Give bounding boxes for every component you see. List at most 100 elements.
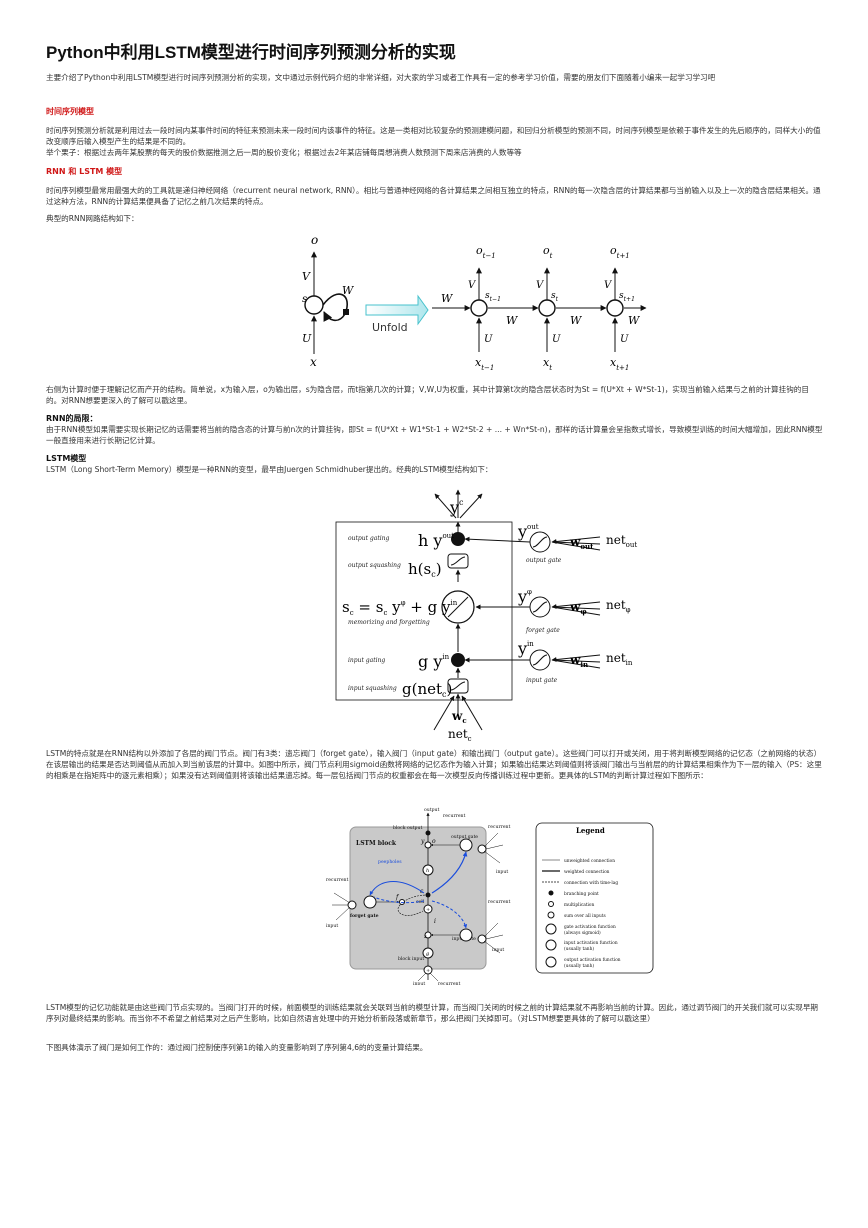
svg-text:recurrent: recurrent bbox=[488, 824, 511, 830]
example-paragraph: 举个栗子：根据过去两年某股票的每天的股价数据推测之后一周的股价变化；根据过去2年… bbox=[46, 148, 522, 157]
label-w-in: win bbox=[569, 653, 588, 669]
svg-text:W: W bbox=[506, 314, 519, 327]
label-forget-gate: forget gate bbox=[525, 627, 560, 634]
legend-item-10: output activation function bbox=[564, 958, 621, 963]
label-net-phi: netφ bbox=[606, 598, 631, 614]
svg-text:f: f bbox=[395, 894, 400, 901]
rnn-limit-heading: RNN的局限： bbox=[46, 414, 98, 423]
label-output-top: output bbox=[424, 807, 439, 813]
rnn-structure-caption: 典型的RNN网路结构如下： bbox=[46, 214, 139, 223]
label-w-out: wout bbox=[569, 535, 594, 551]
label-s: s bbox=[302, 294, 307, 305]
gate-demo-paragraph: 下图具体演示了阀门是如何工作的：通过阀门控制使序列第1的输入的变量影响到了序列第… bbox=[46, 1043, 428, 1052]
svg-text:st−1: st−1 bbox=[485, 291, 501, 303]
hidden-node-t-minus-1 bbox=[470, 299, 488, 317]
unfold-label: Unfold bbox=[372, 321, 408, 334]
legend-title: Legend bbox=[576, 826, 605, 835]
label-output-squashing: output squashing bbox=[348, 562, 401, 569]
svg-text:input: input bbox=[492, 947, 504, 953]
svg-text:st+1: st+1 bbox=[619, 291, 635, 303]
svg-text:+: + bbox=[426, 907, 430, 913]
page-title: Python中利用LSTM模型进行时间序列预测分析的实现 bbox=[46, 43, 456, 62]
legend-item-3: branching point bbox=[564, 892, 599, 897]
svg-text:st: st bbox=[551, 291, 559, 303]
svg-text:U: U bbox=[620, 334, 629, 345]
section-heading-rnn-lstm: RNN 和 LSTM 模型 bbox=[46, 167, 123, 176]
svg-text:input: input bbox=[326, 923, 338, 929]
label-output-gate: output gate bbox=[451, 834, 478, 840]
svg-text:o: o bbox=[432, 838, 436, 845]
label-yc: yc bbox=[449, 498, 464, 517]
lstm-heading: LSTM模型 bbox=[46, 454, 87, 463]
label-cell: cell bbox=[416, 899, 425, 905]
label-v: V bbox=[302, 270, 311, 283]
label-w: W bbox=[342, 284, 355, 297]
hidden-node bbox=[304, 295, 324, 315]
svg-text:V: V bbox=[604, 280, 613, 291]
formula-g-net-c: g(netc) bbox=[402, 680, 452, 699]
svg-text:V: V bbox=[468, 280, 477, 291]
label-w-phi: wφ bbox=[569, 600, 587, 616]
svg-text:ot−1: ot−1 bbox=[476, 244, 496, 260]
svg-text:W: W bbox=[570, 314, 583, 327]
legend-item-2: connection with time-lag bbox=[564, 881, 618, 886]
legend-box bbox=[535, 822, 654, 974]
output-multiply-node bbox=[451, 532, 465, 546]
svg-text:+: + bbox=[426, 968, 430, 974]
svg-text:ot+1: ot+1 bbox=[610, 244, 630, 260]
label-o: o bbox=[311, 233, 318, 247]
svg-text:recurrent: recurrent bbox=[488, 899, 511, 905]
label-peepholes: peepholes bbox=[378, 859, 402, 865]
label-y-phi: yφ bbox=[517, 587, 532, 606]
svg-text:xt: xt bbox=[543, 356, 552, 372]
svg-text:W: W bbox=[628, 314, 641, 327]
lstm-memory-paragraph: LSTM模型的记忆功能就是由这些阀门节点实现的。当阀门打开的时候，前面模型的训练… bbox=[46, 1003, 819, 1023]
label-forget-gate: forget gate bbox=[350, 913, 379, 919]
label-x: x bbox=[310, 355, 317, 369]
svg-text:g: g bbox=[426, 951, 429, 957]
rnn-explanation-paragraph: 右侧为计算时便于理解记忆而产开的结构。简单说，x为输入层，o为输出层，s为隐含层… bbox=[46, 385, 809, 405]
rnn-paragraph: 时间序列模型最常用最强大的的工具就是递归神经网络（recurrent neura… bbox=[46, 186, 821, 206]
svg-text:V: V bbox=[536, 280, 545, 291]
lstm-block-area bbox=[349, 826, 487, 970]
svg-text:z: z bbox=[423, 934, 427, 940]
label-input-squashing: input squashing bbox=[348, 685, 397, 692]
legend-item-11: (usually tanh) bbox=[564, 964, 594, 969]
svg-text:U: U bbox=[552, 334, 561, 345]
label-u: U bbox=[302, 332, 312, 345]
formula-g-y-in: g yin bbox=[418, 652, 450, 671]
label-y-out: yout bbox=[517, 522, 539, 541]
rnn-limit-paragraph: 由于RNN模型如果需要实现长期记忆的话需要将当前的隐含态的计算与前n次的计算挂钩… bbox=[46, 425, 823, 445]
label-w-c: wc bbox=[451, 709, 467, 725]
hidden-node-t-plus-1 bbox=[606, 299, 624, 317]
label-y-in: yin bbox=[517, 639, 534, 658]
svg-text:i: i bbox=[434, 918, 436, 925]
legend-item-1: weighted connection bbox=[564, 870, 610, 875]
intro-paragraph: 主要介绍了Python中利用LSTM模型进行时间序列预测分析的实现，文中通过示例… bbox=[46, 73, 716, 82]
svg-text:recurrent: recurrent bbox=[443, 813, 466, 819]
label-output-gating: output gating bbox=[348, 535, 390, 542]
label-block-input: block input bbox=[398, 956, 424, 962]
svg-text:ot: ot bbox=[543, 244, 553, 260]
svg-text:input: input bbox=[496, 869, 508, 875]
unfold-arrow: Unfold bbox=[365, 294, 429, 334]
lstm-classic-diagram: yc bbox=[335, 489, 637, 743]
hidden-node-t bbox=[538, 299, 556, 317]
rnn-unfolded: W W W W ot−1 ot ot+1 V V V st−1 st st+1 bbox=[432, 244, 647, 372]
svg-text:xt−1: xt−1 bbox=[475, 356, 494, 372]
svg-text:U: U bbox=[484, 334, 493, 345]
label-net-out: netout bbox=[606, 533, 637, 549]
svg-text:recurrent: recurrent bbox=[326, 877, 349, 883]
section-heading-time-series: 时间序列模型 bbox=[46, 107, 94, 116]
label-net-c: netc bbox=[448, 727, 472, 743]
label-memorizing: memorizing and forgetting bbox=[348, 619, 430, 626]
label-input-gate: input gate bbox=[526, 677, 558, 684]
input-multiply-node bbox=[451, 653, 465, 667]
legend-item-4: multiplication bbox=[564, 903, 594, 908]
svg-text:input: input bbox=[413, 981, 425, 985]
svg-text:y: y bbox=[420, 838, 425, 845]
formula-cell-update: sc = sc yφ + g yin bbox=[342, 598, 458, 617]
legend-item-9: (usually tanh) bbox=[564, 947, 594, 952]
label-block-output: block output bbox=[393, 825, 422, 831]
